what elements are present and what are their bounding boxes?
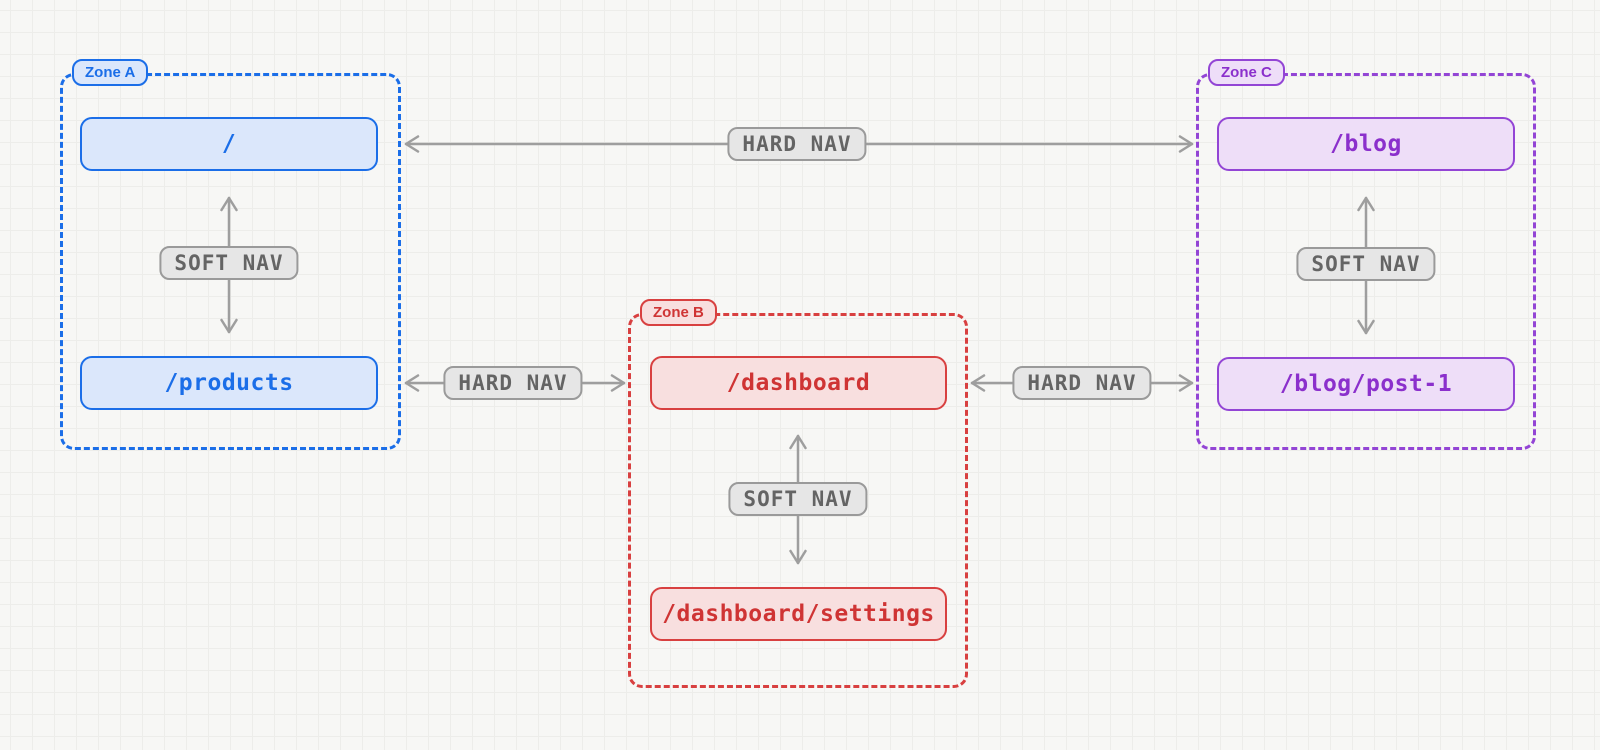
zone-c-label: Zone C [1208,59,1285,86]
hard-nav-pill-dashboard-blogpost-label: HARD NAV [1027,371,1137,395]
zone-c: Zone C /blog SOFT NAV /blog/post-1 [1196,59,1536,450]
hard-nav-pill-root-blog: HARD NAV [727,127,867,161]
zone-b-label-text: Zone B [653,304,704,321]
node-dashboard: /dashboard [650,356,947,410]
hard-nav-pill-products-dashboard: HARD NAV [443,366,583,400]
zone-a: Zone A / SOFT NAV /products [60,59,401,450]
node-dashboard-settings-label: /dashboard/settings [662,601,935,627]
soft-nav-pill-zone-a-label: SOFT NAV [174,251,284,275]
node-blog-post-1: /blog/post-1 [1217,357,1515,411]
node-dashboard-label: /dashboard [726,370,871,396]
zone-c-label-text: Zone C [1221,64,1272,81]
soft-nav-pill-zone-b-label: SOFT NAV [743,487,853,511]
node-root: / [80,117,378,171]
soft-nav-pill-zone-c-label: SOFT NAV [1311,252,1421,276]
zone-a-label-text: Zone A [85,64,136,81]
zone-b-label: Zone B [640,299,717,326]
soft-nav-pill-zone-a: SOFT NAV [159,246,299,280]
node-dashboard-settings: /dashboard/settings [650,587,947,641]
zone-b: Zone B /dashboard SOFT NAV /dashboard/se… [628,299,968,688]
soft-nav-pill-zone-c: SOFT NAV [1296,247,1436,281]
hard-nav-pill-root-blog-label: HARD NAV [742,132,852,156]
node-blog-label: /blog [1330,131,1402,157]
hard-nav-pill-dashboard-blogpost: HARD NAV [1012,366,1152,400]
node-blog: /blog [1217,117,1515,171]
node-blog-post-1-label: /blog/post-1 [1279,371,1453,397]
node-products-label: /products [164,370,294,396]
soft-nav-pill-zone-b: SOFT NAV [728,482,868,516]
node-root-label: / [221,131,237,157]
zone-a-label: Zone A [72,59,149,86]
node-products: /products [80,356,378,410]
hard-nav-pill-products-dashboard-label: HARD NAV [458,371,568,395]
